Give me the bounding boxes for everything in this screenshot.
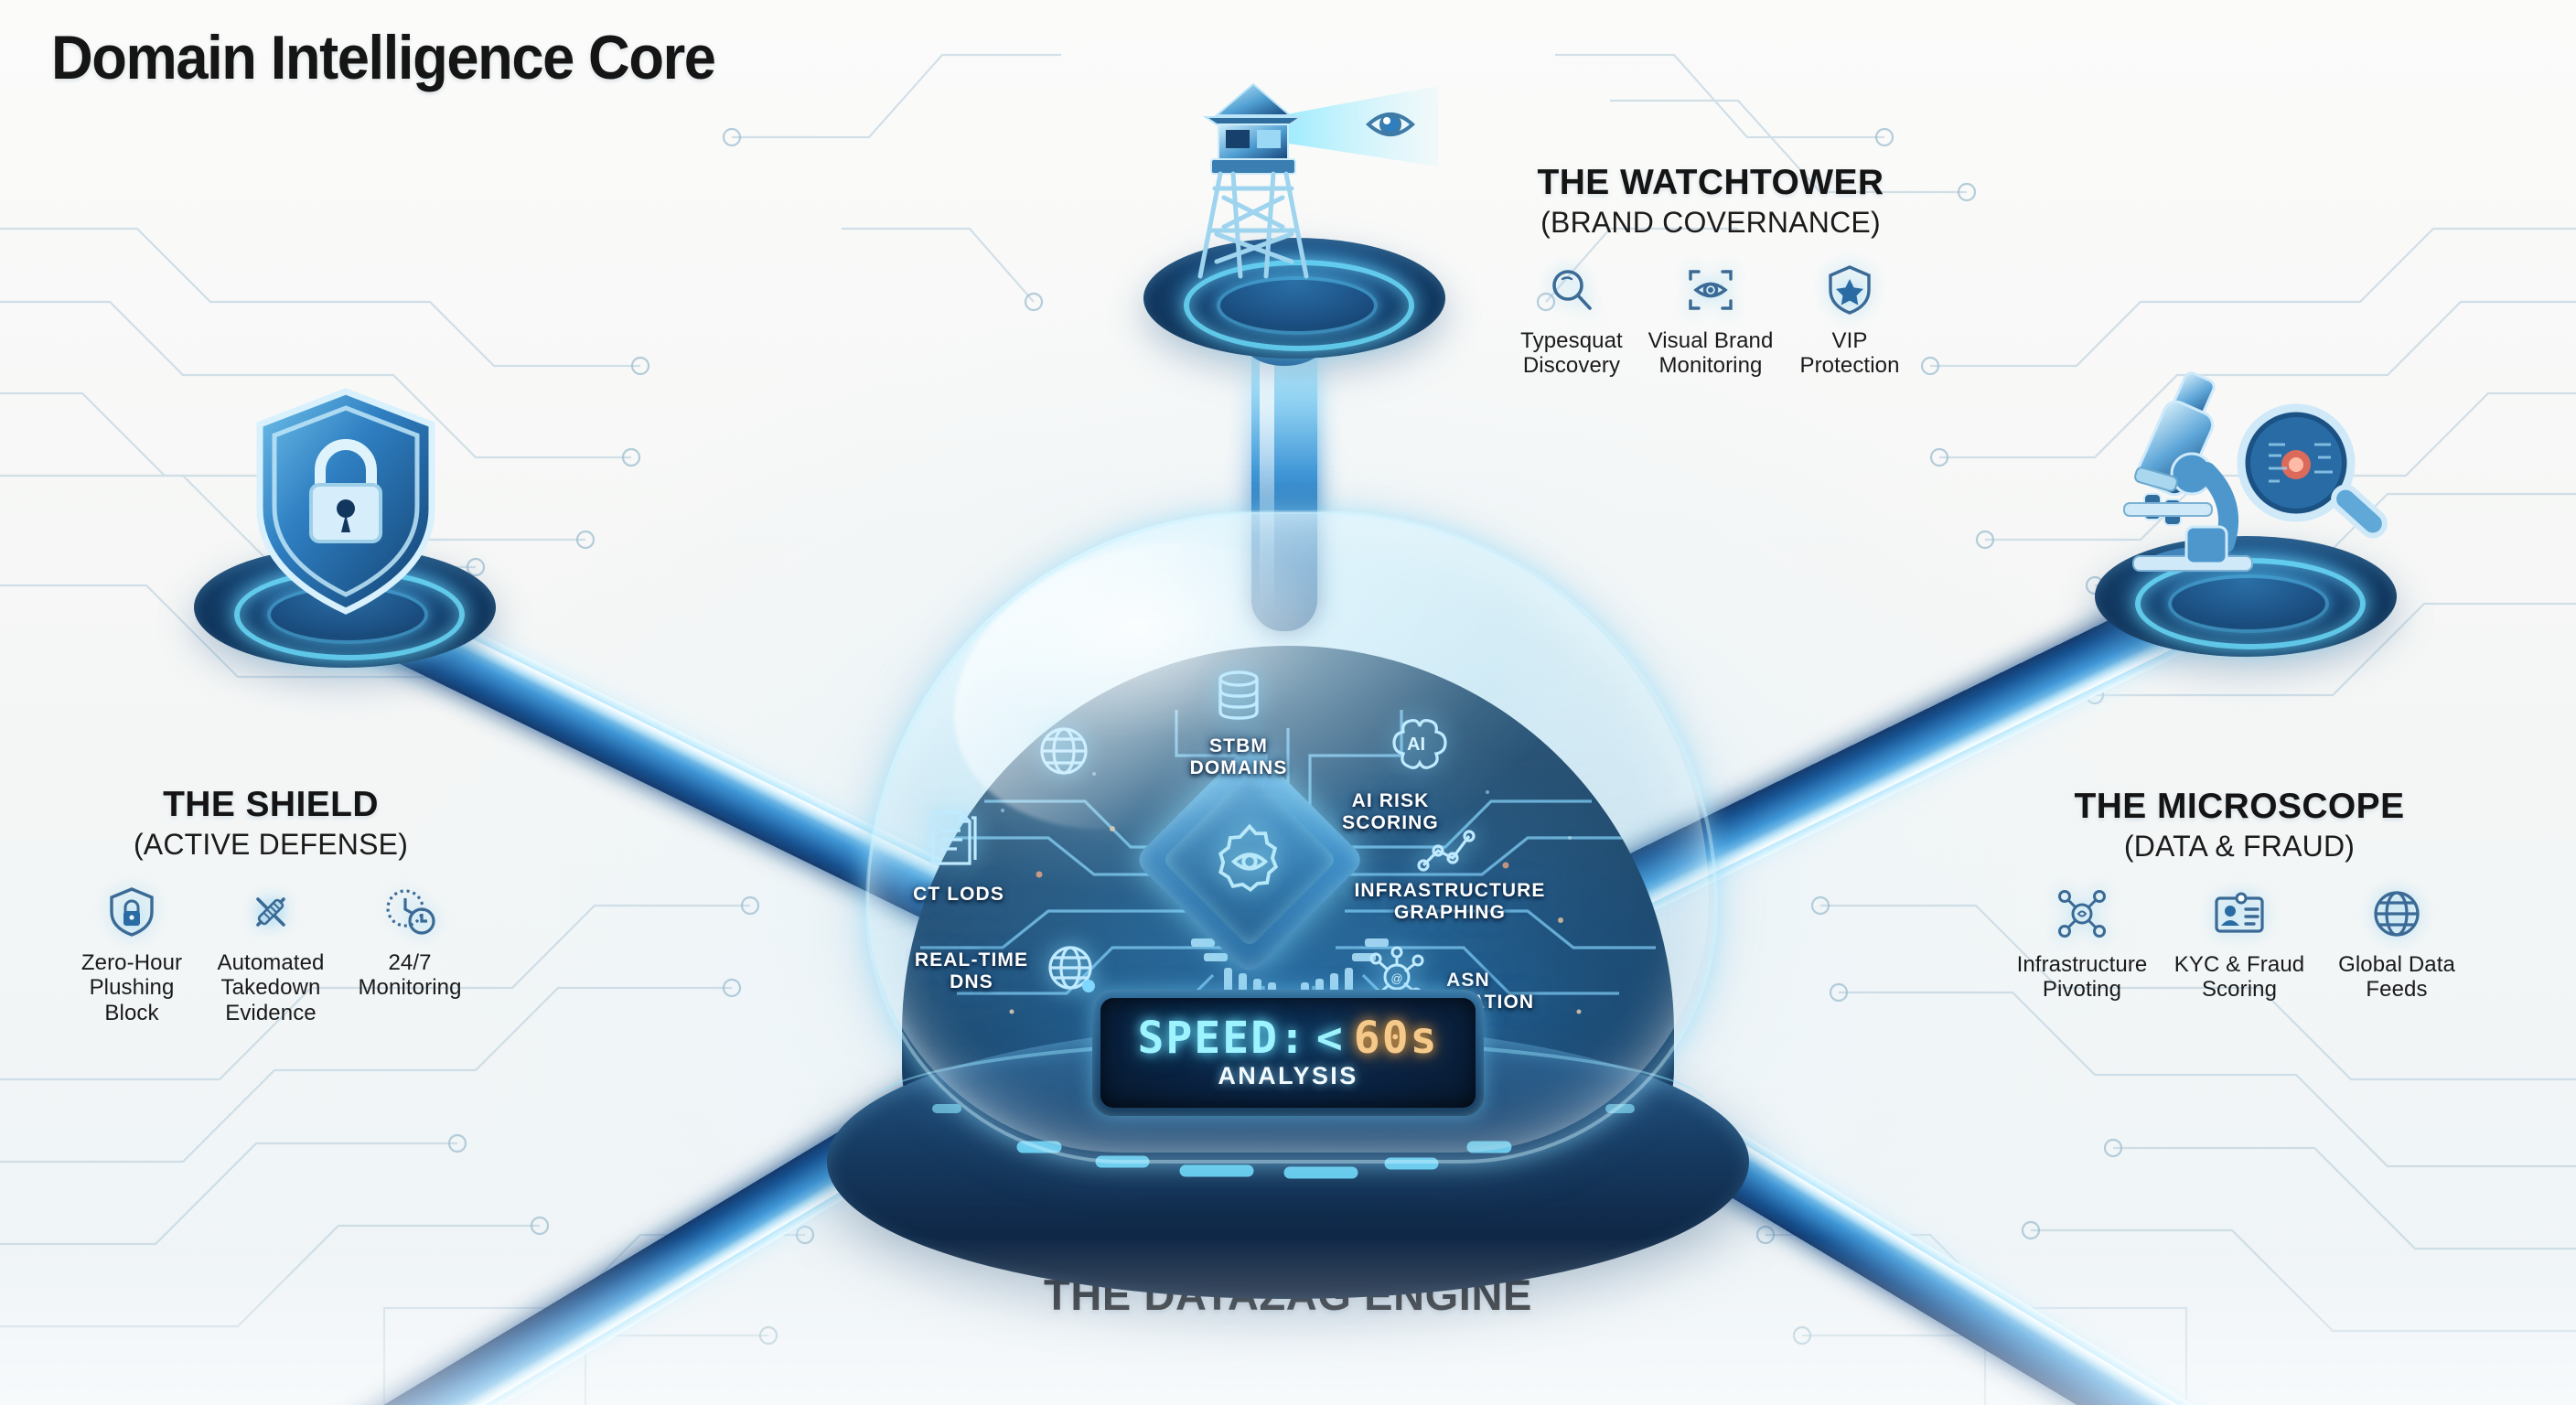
speed-label: SPEED: [1137,1012,1307,1064]
database-icon [1209,666,1268,729]
globe-small-icon [1045,942,1100,1002]
speed-caption: ANALYSIS [1218,1061,1358,1089]
globe-icon [1036,723,1092,784]
capability-label-infrastructure-graphing: INFRASTRUCTURE GRAPHING [1354,880,1546,924]
graph-line-icon [1416,827,1482,883]
svg-text:AI: AI [1407,735,1425,755]
speed-comparator: < [1315,1012,1345,1064]
document-icon [924,807,981,875]
microscope-node [2040,366,2452,677]
microscope-magnifier-icon [2123,371,2388,572]
watchtower-icon [1197,82,1438,279]
shield-padlock-icon [256,388,435,615]
shield-node [146,384,540,686]
capability-label-stbm-domains: STBM DOMAINS [1189,735,1288,779]
capability-label-ct-lods: CT LODS [913,884,1004,905]
speed-value: 60s [1353,1012,1439,1064]
gear-eye-chip-icon [1182,792,1317,928]
capability-label-ai-risk-scoring: AI RISK SCORING [1342,790,1439,834]
ai-brain-icon: AI [1385,712,1447,778]
speed-display-panel: SPEED: < 60s ANALYSIS [1092,990,1484,1116]
watchtower-node [1089,64,1491,366]
speed-display-screen: SPEED: < 60s ANALYSIS [1100,998,1476,1108]
capability-label-real-time-dns: REAL-TIME DNS [914,949,1029,993]
